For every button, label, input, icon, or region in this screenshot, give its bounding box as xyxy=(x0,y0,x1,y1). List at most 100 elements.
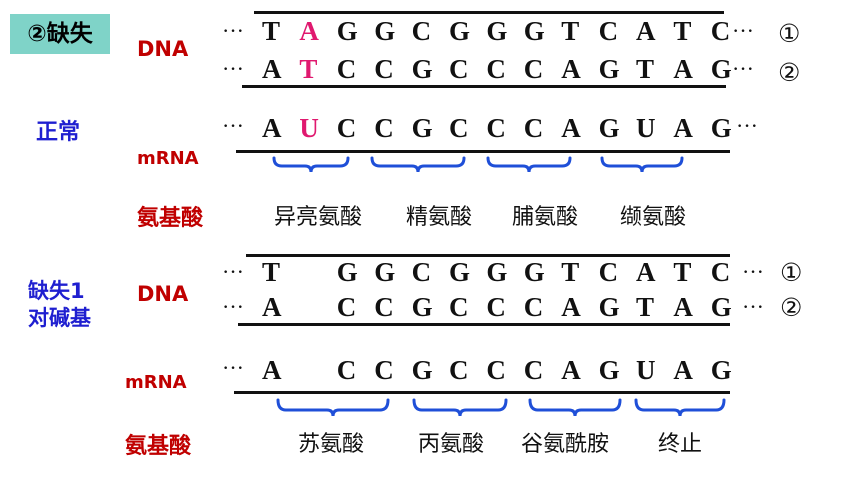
mrna-label: mRNA xyxy=(137,148,199,169)
mrna-label: mRNA xyxy=(125,372,187,393)
base-letter: A xyxy=(561,113,581,143)
ellipsis-right: ··· xyxy=(736,113,758,138)
base-letter: A xyxy=(262,113,282,143)
base-letter: G xyxy=(374,257,396,287)
ellipsis-left: ··· xyxy=(222,259,244,284)
base-letter: C xyxy=(710,16,731,46)
ellipsis-right: ··· xyxy=(742,259,764,284)
base-letter: T xyxy=(636,292,655,322)
codon-brace xyxy=(272,156,350,173)
mrna-line xyxy=(236,150,730,153)
base-letter: A xyxy=(262,355,282,385)
base-letter: A xyxy=(561,355,581,385)
dna-bottom-line xyxy=(242,85,726,88)
deletion-label-line2: 对碱基 xyxy=(28,306,91,330)
base-letter: G xyxy=(598,292,620,322)
base-letter: G xyxy=(710,355,732,385)
base-letter: U xyxy=(636,113,656,143)
base-letter: A xyxy=(636,257,656,287)
base-letter: G xyxy=(449,257,471,287)
base-letter: C xyxy=(486,54,506,84)
base-letter: T xyxy=(561,16,580,46)
base-letter: C xyxy=(710,257,731,287)
amino-acid: 丙氨酸 xyxy=(418,432,485,457)
section-title: ②缺失 xyxy=(10,14,110,54)
base-letter: A xyxy=(262,292,282,322)
base-letter: T xyxy=(262,16,281,46)
base-letter: A xyxy=(673,54,693,84)
base-letter: C xyxy=(598,257,619,287)
base-letter: A xyxy=(561,292,581,322)
base-letter: C xyxy=(449,113,469,143)
base-letter: G xyxy=(598,355,620,385)
ellipsis-right: ··· xyxy=(732,18,754,43)
base-letter: A xyxy=(673,113,693,143)
deletion-label-line1: 缺失1 xyxy=(28,279,85,303)
amino-acid-label: 氨基酸 xyxy=(137,206,204,231)
codon-brace xyxy=(370,156,466,173)
codon-brace xyxy=(600,156,684,173)
base-letter: A xyxy=(299,16,319,46)
amino-acid: 谷氨酰胺 xyxy=(521,432,610,457)
dna-label: DNA xyxy=(137,282,189,306)
base-letter: G xyxy=(411,54,433,84)
dna-top-line xyxy=(246,254,730,257)
codon-brace xyxy=(528,398,622,417)
base-letter: C xyxy=(411,16,432,46)
base-letter: A xyxy=(673,355,693,385)
codon-brace xyxy=(276,398,390,417)
codon-brace xyxy=(634,398,726,417)
base-letter: C xyxy=(374,113,394,143)
base-letter: A xyxy=(262,54,282,84)
ellipsis-left: ··· xyxy=(222,113,244,138)
base-letter: C xyxy=(449,54,469,84)
base-letter: T xyxy=(636,54,655,84)
base-letter: U xyxy=(636,355,656,385)
base-letter: C xyxy=(523,292,544,322)
base-letter: G xyxy=(449,16,471,46)
base-letter: G xyxy=(598,54,620,84)
codon-brace xyxy=(486,156,572,173)
dna-top-line xyxy=(254,11,724,14)
base-letter: C xyxy=(374,355,394,385)
strand-number-1: ① xyxy=(778,19,801,48)
strand-number-2: ② xyxy=(778,58,801,87)
ellipsis-right: ··· xyxy=(742,294,764,319)
base-letter: G xyxy=(411,355,433,385)
mrna-line xyxy=(234,391,730,394)
deletion-label: 缺失1 对碱基 xyxy=(28,278,91,332)
dna-bottom-line xyxy=(238,323,730,326)
strand-number-1: ① xyxy=(780,258,803,287)
base-letter: C xyxy=(523,113,544,143)
base-letter: A xyxy=(636,16,656,46)
base-letter: C xyxy=(374,54,394,84)
base-letter: G xyxy=(523,16,545,46)
ellipsis-left: ··· xyxy=(222,18,244,43)
codon-brace xyxy=(412,398,508,417)
base-letter: A xyxy=(561,54,581,84)
base-letter: C xyxy=(336,113,357,143)
base-letter: T xyxy=(673,16,692,46)
base-letter: C xyxy=(336,54,357,84)
base-letter: C xyxy=(411,257,432,287)
base-letter: U xyxy=(299,113,319,143)
base-letter: G xyxy=(523,257,545,287)
base-letter: G xyxy=(486,16,508,46)
ellipsis-left: ··· xyxy=(222,355,244,380)
amino-acid: 终止 xyxy=(658,432,703,457)
base-letter: C xyxy=(336,355,357,385)
base-letter: G xyxy=(336,16,358,46)
ellipsis-right: ··· xyxy=(732,56,754,81)
amino-acid: 精氨酸 xyxy=(406,205,473,230)
base-letter: T xyxy=(561,257,580,287)
strand-number-2: ② xyxy=(780,293,803,322)
amino-acid: 异亮氨酸 xyxy=(274,205,363,230)
codon-braces xyxy=(272,156,684,173)
base-letter: G xyxy=(411,113,433,143)
base-letter: C xyxy=(336,292,357,322)
base-letter: G xyxy=(486,257,508,287)
base-letter: T xyxy=(299,54,318,84)
base-letter: T xyxy=(673,257,692,287)
base-letter: G xyxy=(710,113,732,143)
